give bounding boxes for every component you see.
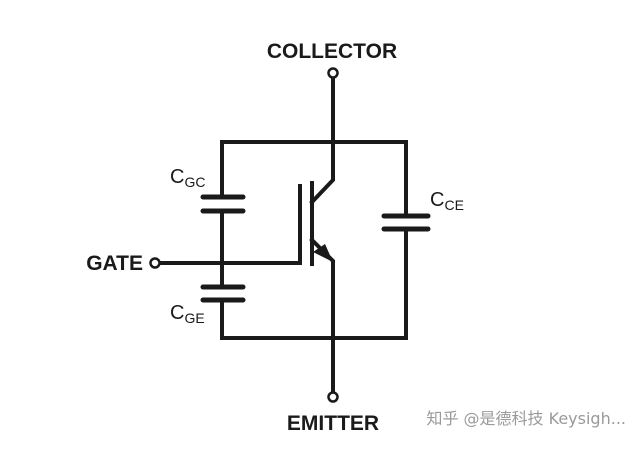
emitter-path [309,237,335,340]
emitter-arrow [313,244,333,262]
cgc-label: CGC [170,166,205,190]
igbt-symbol [298,140,335,340]
collector-terminal [327,67,339,79]
gate-label: GATE [86,252,143,275]
watermark-text: 知乎 @是德科技 Keysigh... [426,409,626,428]
cge-label: CGE [170,302,205,326]
collector-path [309,140,335,205]
cce-label: CCE [430,189,464,213]
collector-label: COLLECTOR [267,40,397,63]
emitter-label: EMITTER [287,412,379,435]
emitter-terminal [327,391,339,403]
gate-terminal [149,257,161,269]
